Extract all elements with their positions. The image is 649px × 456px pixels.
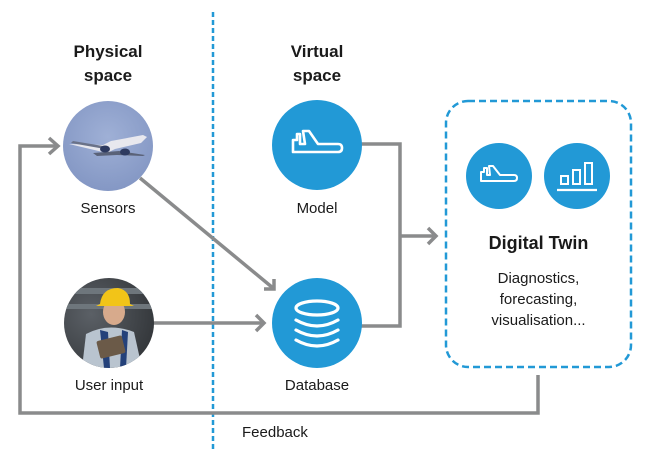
digital-twin-box [444, 99, 633, 369]
database-icon [294, 299, 340, 348]
feedback-label: Feedback [242, 424, 308, 441]
feedback-connector [18, 144, 540, 415]
description-line-2: forecasting, [499, 291, 578, 308]
model-node [272, 100, 362, 190]
database-node [272, 278, 362, 368]
worker-photo-icon [64, 288, 154, 368]
sensors-label: Sensors [80, 200, 136, 217]
digital-twin-description: Diagnostics, forecasting, visualisation.… [446, 268, 631, 331]
user-input-photo [64, 278, 154, 368]
model-connector [361, 142, 402, 328]
database-label: Database [284, 377, 350, 394]
user-input-to-database-arrowhead [254, 313, 267, 333]
sensors-to-database-arrowhead [264, 279, 276, 291]
virtual-heading-line-2: space [292, 66, 342, 85]
description-line-3: visualisation... [491, 312, 586, 329]
model-label: Model [296, 200, 338, 217]
feedback-arrowhead [47, 136, 61, 156]
sensors-photo [63, 101, 153, 191]
airplane-icon [480, 165, 518, 182]
airplane-icon [291, 129, 344, 154]
user-input-label: User input [74, 377, 144, 394]
airplane-photo-icon [69, 135, 147, 156]
digital-twin-title: Digital Twin [488, 233, 589, 253]
physical-heading-line-1: Physical [73, 42, 143, 61]
bar-chart-icon [557, 162, 597, 192]
virtual-heading-line-1: Virtual [290, 42, 344, 61]
virtual-space-heading: Virtual space [257, 40, 377, 88]
description-line-1: Diagnostics, [497, 270, 580, 287]
physical-space-heading: Physical space [48, 40, 168, 88]
sensors-to-database-connector [138, 176, 275, 290]
twin-model-node [466, 143, 532, 209]
physical-heading-line-2: space [83, 66, 133, 85]
merge-to-twin-arrowhead [426, 226, 439, 246]
twin-analytics-node [544, 143, 610, 209]
